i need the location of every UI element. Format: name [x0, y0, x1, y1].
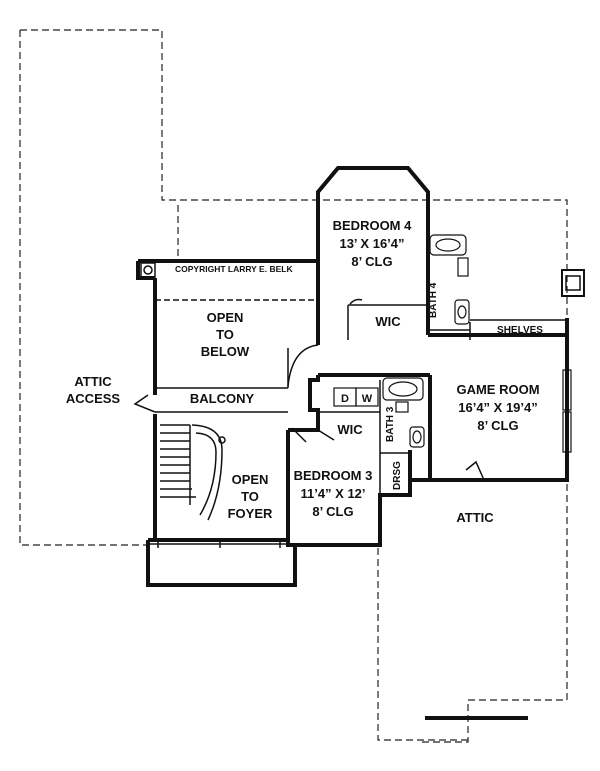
- drsg-label: DRSG: [392, 461, 403, 490]
- washer-label: W: [362, 393, 373, 405]
- game-room-name: GAME ROOM: [456, 382, 539, 397]
- bath4-fixtures: [429, 234, 470, 325]
- laundry: [333, 387, 379, 407]
- bedroom4-name: BEDROOM 4: [333, 218, 413, 233]
- game-room-clg: 8’ CLG: [477, 418, 518, 433]
- game-room-size: 16’4” X 19’4”: [458, 400, 538, 415]
- wic-upper-label: WIC: [375, 314, 401, 329]
- bath4-label: BATH 4: [428, 282, 439, 318]
- dryer-label: D: [341, 393, 349, 405]
- attic-access-line2: ACCESS: [66, 391, 121, 406]
- open-below-line2: TO: [216, 327, 234, 342]
- open-foyer-line1: OPEN: [232, 472, 269, 487]
- balcony-label: BALCONY: [190, 391, 255, 406]
- bedroom3-name: BEDROOM 3: [294, 468, 373, 483]
- wic-lower-label: WIC: [337, 422, 363, 437]
- open-below-line3: BELOW: [201, 344, 250, 359]
- open-foyer-line2: TO: [241, 489, 259, 504]
- open-below-line1: OPEN: [207, 310, 244, 325]
- game-room-windows: [562, 369, 572, 453]
- foyer-window: [150, 540, 290, 548]
- attic-outline: [19, 29, 568, 743]
- interior-walls: [133, 298, 567, 495]
- bath3-label: BATH 3: [385, 406, 396, 442]
- bedroom4-size: 13’ X 16’4”: [339, 236, 404, 251]
- bedroom3-clg: 8’ CLG: [312, 504, 353, 519]
- vent-left: [140, 262, 156, 278]
- vent-right: [561, 269, 585, 297]
- shelves-label: SHELVES: [497, 325, 543, 336]
- bedroom4-clg: 8’ CLG: [351, 254, 392, 269]
- bedroom3-size: 11’4” X 12’: [300, 486, 365, 501]
- staircase: [160, 424, 226, 521]
- attic-label: ATTIC: [456, 510, 494, 525]
- open-foyer-line3: FOYER: [228, 506, 273, 521]
- attic-access-line1: ATTIC: [74, 374, 112, 389]
- copyright-label: COPYRIGHT LARRY E. BELK: [175, 264, 293, 274]
- bath3-fixtures: [382, 377, 425, 448]
